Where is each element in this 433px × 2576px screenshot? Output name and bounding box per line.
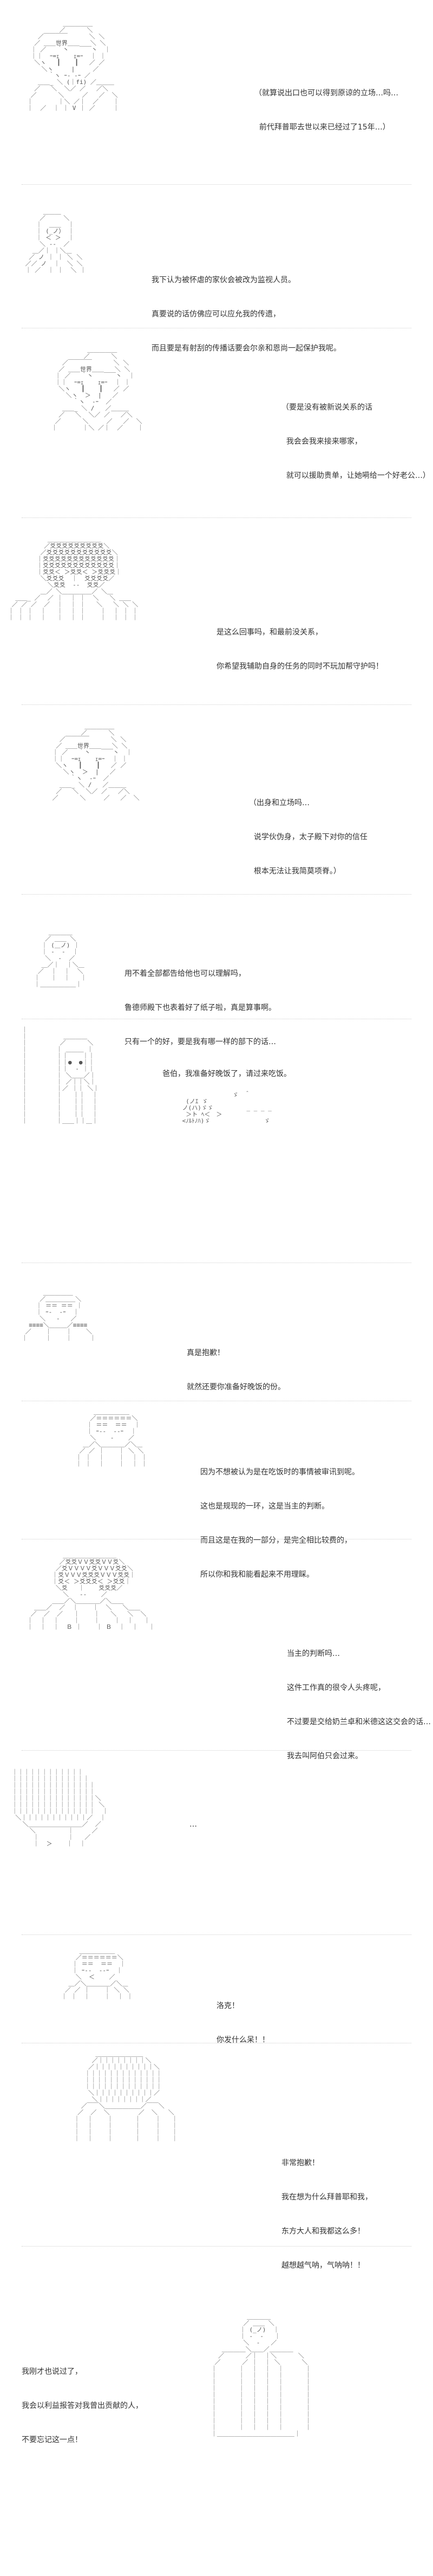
dialogue-line: 我在想为什么拜普耶和我， [281,2193,372,2202]
panel-3: ＿＿＿＿＿ ／ ＼ ／￣￣￣￣ ＼ ＼ ／ ＿＿世界＿＿ ＼ ＼ ｜ ／ ｀丶 … [0,331,433,512]
dialogue-2: 我下认为被怀虐的家伙会被改为监视人员。 真要说的话仿佛应可以应允我的传遗， 而且… [152,252,341,377]
dialogue-line: 爸伯，我准备好晚饭了，请过来吃饭。 [162,1070,291,1078]
dialogue-line: 不要忘记这一点！ [22,2436,82,2444]
dialogue-line: 洛克！ [216,2002,239,2010]
panel-1: ＿＿＿＿＿ ／ ＼ ／￣￣￣￣ ＼ ＼ ／ ＿＿世界＿＿ ＼ ＼ ｜ ／ ｀丶 … [0,0,433,182]
character-art-13: ＿＿＿＿＿＿＿＿ ／｜｜｜｜｜｜｜｜＼ ／｜｜｜｜｜｜｜｜｜｜＼ ｜｜｜｜｜｜｜… [74,2050,178,2142]
dialogue-4: 是这么回事吗，和最前没关系， 你希望我辅助自身的任务的同时不玩加帮守护吗！ [216,604,383,695]
character-art-8: ＿＿＿＿＿ ／＿＿＿＿＿＼ ｜ ＝＝ ＝＝ ｜ ｜ ｰ- -ｰ ｜ ＼ ‐ ／ … [22,1289,96,1342]
dialogue-line: 这件工作真的很令人头疼呢， [287,1684,385,1692]
dialogue-5: （出身和立场吗… 说学伙伪身，太子殿下对你的信任 根本无法让我简莫项脊。） [249,775,368,900]
dialogue-line: 我会以利益报答对我曾出贡献的人， [22,2402,143,2410]
dialogue-line: 这也是规现的一环，这是当主的判断。 [200,1502,329,1511]
panel-4: ＿＿＿＿＿＿＿＿＿ ／爻爻爻爻爻爻爻爻爻＼ ／爻爻爻爻爻爻爻爻爻爻爻＼ ｜爻爻爻… [0,520,433,699]
dialogue-line: （要是没有被新说关系的话 [281,403,372,412]
dialogue-line: … [189,1820,197,1829]
dialogue-14: 我刚才也说过了， 我会以利益报答对我曾出贡献的人， 不要忘记这一点！ [22,2344,143,2469]
character-art-10: ＿＿＿＿＿＿＿＿＿ ／爻爻ＶＶ爻爻ＶＶ爻＼ ／爻ＶＶＶＶ爻ＶＶＶ爻爻＼ ｜爻ＶＶ… [27,1552,155,1630]
character-art-7: ｜ ｜ ＿＿＿＿ ｜ ／ ＼ ｜ ｜ ＿＿＿ ｜ ｜ ｜｜ ｜｜ ｜ ｜｜● ●… [22,1026,100,1124]
panel-divider [22,894,411,895]
dialogue-line: 东方大人和我都这么多！ [281,2227,365,2236]
character-art-2: ＿＿＿ ／ ＼ ｜ ＿＿ ｜ ｜ (_ノ） ｜ ｜ ＜ ＞ ｜ ＼ ‐‐ ／ ＿… [25,208,86,274]
dialogue-line: 就然还要你准备好晚饭的份。 [187,1383,285,1391]
panel-divider [22,184,411,185]
dialogue-line: 只有一个的好，要是我有哪一样的部下的话… [124,1038,276,1046]
dialogue-6: 用不着全部都告给他也可以理解吗， 鲁德师殿下也表着好了纸子啦，真是算事啊。 只有… [124,946,276,1071]
dialogue-8: 真是抱歉！ 就然还要你准备好晚饭的份。 [187,1325,285,1416]
dialogue-line: 所以你和我和能看起来不用理睬。 [200,1570,314,1579]
dialogue-line: 就可以援助贵单，让她嗬给一个好老公…） [281,471,430,480]
dialogue-line: 真是抱歉！ [187,1349,225,1357]
dialogue-line: 你希望我辅助自身的任务的同时不玩加帮守护吗！ [216,662,383,671]
dialogue-line: （出身和立场吗… [249,799,310,807]
dialogue-1: （就算说出口也可以得到原谅的立场…吗… 前代拜普耶去世以来已经过了15年…） [254,65,398,156]
dialogue-12: 洛克！ 你发什么呆！！ [216,1978,270,2069]
dialogue-3: （要是没有被新说关系的话 我会会我来接来哪家， 就可以援助贵单，让她嗬给一个好老… [281,379,430,504]
dialogue-7: 爸伯，我准备好晚饭了，请过来吃饭。 [162,1046,291,1103]
dialogue-line: 因为不想被认为是在吃饭时的事情被审讯到呢。 [200,1468,359,1477]
panel-5: ＿＿＿＿＿ ／ ＼ ／￣￣￣￣ ＼ ＼ ／ ＿＿世界＿＿ ＼ ＼ ｜ ／ ｀丶 … [0,707,433,886]
character-art-3: ＿＿＿＿＿ ／ ＼ ／￣￣￣￣ ＼ ＼ ／ ＿＿世界＿＿ ＼ ＼ ｜ ／ ｀丶 … [51,346,143,431]
dialogue-line: 用不着全部都告给他也可以理解吗， [124,969,246,978]
character-art-6: ＿＿＿＿ ／ ＿＿ ＼ ｜ (＿ノ) ｜ ｜ ‐ ‐ ｜ ＼ ‐ ／ ＿／｜ ｜… [34,929,87,988]
character-art-11: ｜｜｜｜｜｜｜｜｜｜｜｜ ｜｜｜｜｜｜｜｜｜｜｜｜｜ ｜｜｜｜｜｜｜｜｜｜｜｜｜… [11,1769,108,1847]
panel-12: ＿＿＿＿＿＿ ／＝＝＝＝＝＝＼ ｜ ＝＝ ＝＝ ｜ ｜ ｰ-‐ ‐-ｰ ｜ ＼ … [0,1937,433,2045]
dialogue-line: 非常抱歉！ [281,2159,319,2167]
dialogue-line: 我刚才也说过了， [22,2367,82,2376]
dialogue-line: （就算说出口也可以得到原谅的立场…吗… [254,89,398,98]
dialogue-line: 真要说的话仿佛应可以应允我的传遗， [152,310,280,319]
panel-13: ＿＿＿＿＿＿＿＿ ／｜｜｜｜｜｜｜｜＼ ／｜｜｜｜｜｜｜｜｜｜＼ ｜｜｜｜｜｜｜… [0,2046,433,2270]
dialogue-line: 是这么回事吗，和最前没关系， [216,628,323,637]
dialogue-line: 当主的判断吗… [287,1649,340,1658]
panel-9: ＿＿＿＿＿＿ ／＝＝＝＝＝＝＼ ｜ ＝＝ ＝＝ ｜ ｜ ｰ-‐ ‐-ｰ ｜ ＼ … [0,1403,433,1580]
dialogue-10: 当主的判断吗… 这件工作真的很令人头疼呢， 不过要是交给奶兰卓和米德这这交会的话… [287,1626,431,1785]
dialogue-line: 说学伙伪身，太子殿下对你的信任 [249,833,368,842]
character-art-14: ＿＿＿＿ ／ ＿＿ ＼ ｜ (_ノ) ｜ ｜ ‐ ‐ ｜ ＼ ‐ ／ ＿＿＿＿＼… [211,2313,312,2437]
panel-10: ＿＿＿＿＿＿＿＿＿ ／爻爻ＶＶ爻爻ＶＶ爻＼ ／爻ＶＶＶＶ爻ＶＶＶ爻爻＼ ｜爻ＶＶ… [0,1542,433,1761]
panel-divider [22,1750,411,1751]
character-art-12: ＿＿＿＿＿＿ ／＝＝＝＝＝＝＼ ｜ ＝＝ ＝＝ ｜ ｜ ｰ-‐ ‐-ｰ ｜ ＼ … [61,1947,133,2000]
dialogue-11: … [189,1796,199,1853]
character-art-9: ＿＿＿＿＿＿ ／＝＝＝＝＝＝＼ ｜ ＝＝ ＝＝ ｜ ｜ ｰ-‐ ‐-ｰ ｜ ＼ … [75,1408,148,1467]
dialogue-line: 你发什么呆！！ [216,2036,270,2044]
panel-14: ＿＿＿＿ ／ ＿＿ ＼ ｜ (_ノ) ｜ ｜ ‐ ‐ ｜ ＼ ‐ ／ ＿＿＿＿＼… [0,2249,433,2574]
panel-divider [22,1934,411,1935]
dialogue-line: 我会会我来接来哪家， [281,437,362,446]
dialogue-line: 根本无法让我简莫项脊。） [249,867,341,876]
panel-2: ＿＿＿ ／ ＼ ｜ ＿＿ ｜ ｜ (_ノ） ｜ ｜ ＜ ＞ ｜ ＼ ‐‐ ／ ＿… [0,187,433,353]
dialogue-line: 前代拜普耶去世以来已经过了15年…） [254,123,390,132]
character-art-5: ＿＿＿＿＿ ／ ＼ ／￣￣￣￣ ＼ ＼ ／ ＿＿世界＿＿ ＼ ＼ ｜ ／ ｀丶 … [52,723,140,801]
dialogue-9: 因为不想被认为是在吃饭时的事情被审讯到呢。 这也是规现的一环，这是当主的判断。 … [200,1444,359,1603]
panel-6: ＿＿＿＿ ／ ＿＿ ＼ ｜ (＿ノ) ｜ ｜ ‐ ‐ ｜ ＼ ‐ ／ ＿／｜ ｜… [0,897,433,1047]
character-art-7b: ゞ ＾ (ノｴ ゞ ノ(ハ)ゞゞ _ _ _ _ ＞ト ﾍ＜ ＞ <ﾉﾙﾄﾉﾊ)… [182,1091,272,1124]
panel-divider [22,704,411,705]
dialogue-line: 而且这是在我的一部分，是完全相比较费的， [200,1536,352,1545]
panel-11: ｜｜｜｜｜｜｜｜｜｜｜｜ ｜｜｜｜｜｜｜｜｜｜｜｜｜ ｜｜｜｜｜｜｜｜｜｜｜｜｜… [0,1753,433,1932]
panel-8: ＿＿＿＿＿ ／＿＿＿＿＿＼ ｜ ＝＝ ＝＝ ｜ ｜ ｰ- -ｰ ｜ ＼ ‐ ／ … [0,1265,433,1401]
panel-7: ｜ ｜ ＿＿＿＿ ｜ ／ ＼ ｜ ｜ ＿＿＿ ｜ ｜ ｜｜ ｜｜ ｜ ｜｜● ●… [0,1021,433,1260]
dialogue-line: 我去叫阿伯只会过来。 [287,1752,363,1761]
character-art-1: ＿＿＿＿＿ ／ ＼ ／￣￣￣￣ ＼ ＼ ／ ＿＿世界＿＿ ＼ ＼ ｜ ／ ｀丶 … [27,20,119,112]
panel-divider [22,517,411,518]
dialogue-13: 非常抱歉！ 我在想为什么拜普耶和我， 东方大人和我都这么多！ 越想越气呐，气呐呐… [281,2135,372,2317]
dialogue-line: 我下认为被怀虐的家伙会被改为监视人员。 [152,276,296,284]
dialogue-line: 而且要是有射刮的传播话要会尔亲和恩尚一起保护我呢。 [152,344,341,353]
dialogue-line: 不过要是交给奶兰卓和米德这这交会的话… [287,1718,431,1726]
dialogue-line: 鲁德师殿下也表着好了纸子啦，真是算事啊。 [124,1004,276,1012]
panel-divider [22,2246,411,2247]
dialogue-line: 越想越气呐，气呐呐！！ [281,2261,365,2270]
character-art-4: ＿＿＿＿＿＿＿＿＿ ／爻爻爻爻爻爻爻爻爻＼ ／爻爻爻爻爻爻爻爻爻爻爻＼ ｜爻爻爻… [8,536,139,621]
